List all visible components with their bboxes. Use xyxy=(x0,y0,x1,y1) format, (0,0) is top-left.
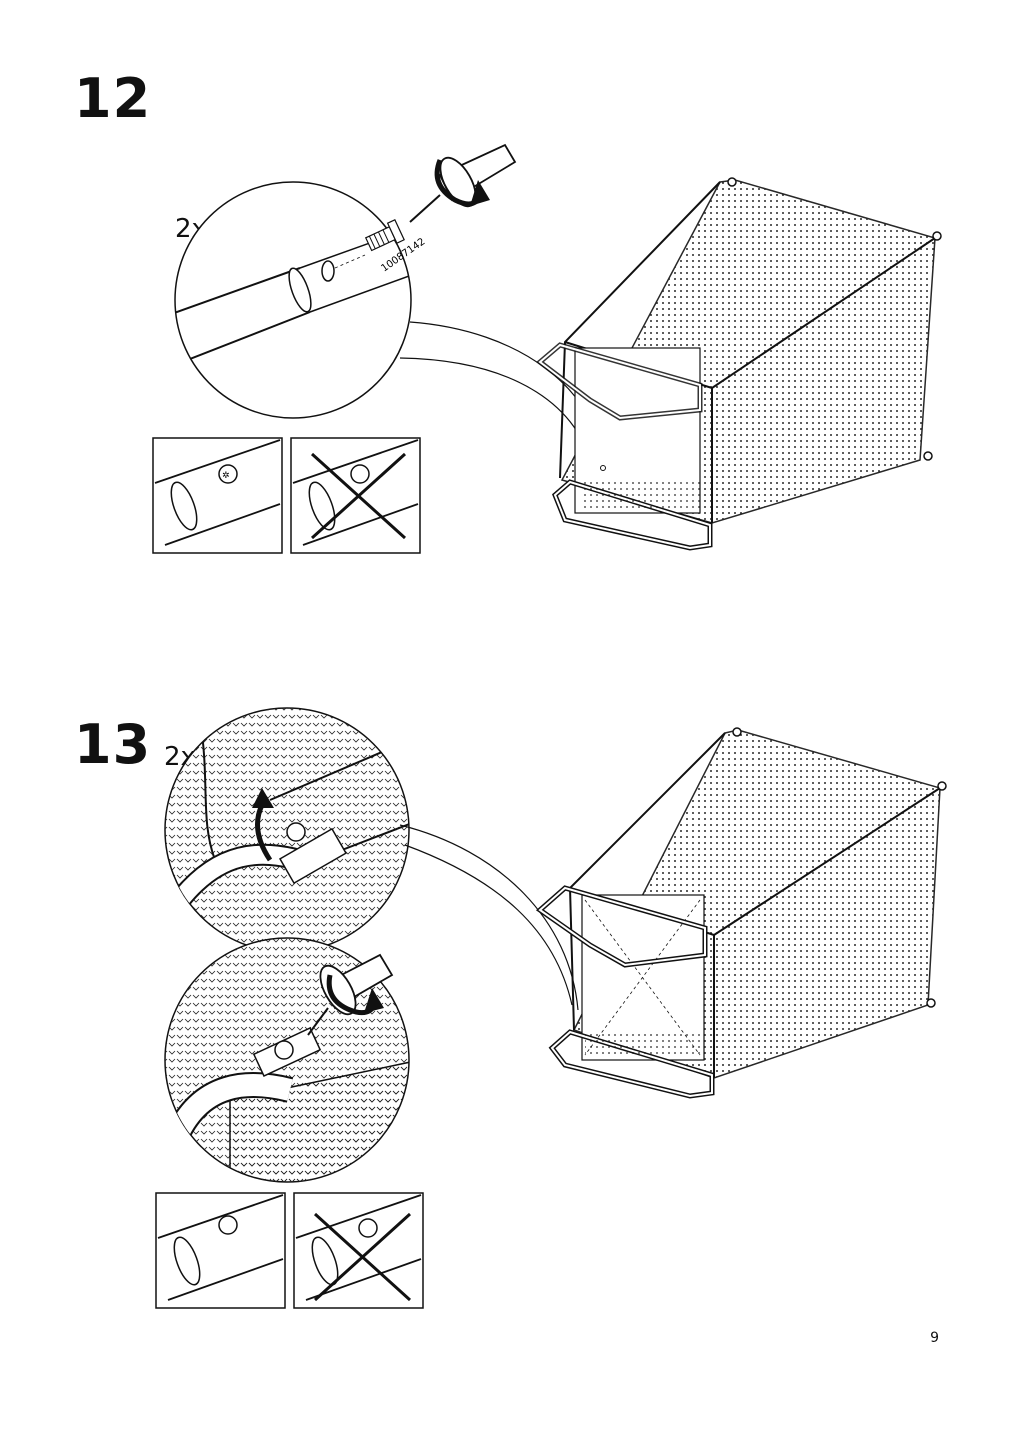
step-13-detail-circle-top xyxy=(164,707,579,1011)
step-12-incorrect-box xyxy=(290,437,421,554)
step-13-incorrect-box xyxy=(293,1192,424,1309)
cross-mark-icon xyxy=(310,452,407,540)
step-13-detail-circle-bottom xyxy=(164,937,410,1183)
screw-hole-icon xyxy=(321,260,335,282)
svg-text:✲: ✲ xyxy=(222,471,230,481)
step-12-number: 12 xyxy=(74,67,152,130)
rotate-arrow-icon xyxy=(434,159,490,207)
step-13-number: 13 xyxy=(74,713,152,776)
step-12-correct-box: ✲ xyxy=(152,437,283,554)
screwdriver-icon xyxy=(409,143,517,223)
step-12-basket xyxy=(536,177,942,551)
screw-icon xyxy=(364,219,405,252)
cross-mark-icon xyxy=(313,1212,412,1302)
step-13-correct-box xyxy=(155,1192,286,1309)
rotate-arrow-icon xyxy=(326,974,384,1016)
rotate-arrow-icon xyxy=(252,788,274,862)
step-13-basket xyxy=(535,727,947,1099)
step-12-detail-circle: 10087142 xyxy=(174,143,604,471)
page-number: 9 xyxy=(930,1330,939,1346)
